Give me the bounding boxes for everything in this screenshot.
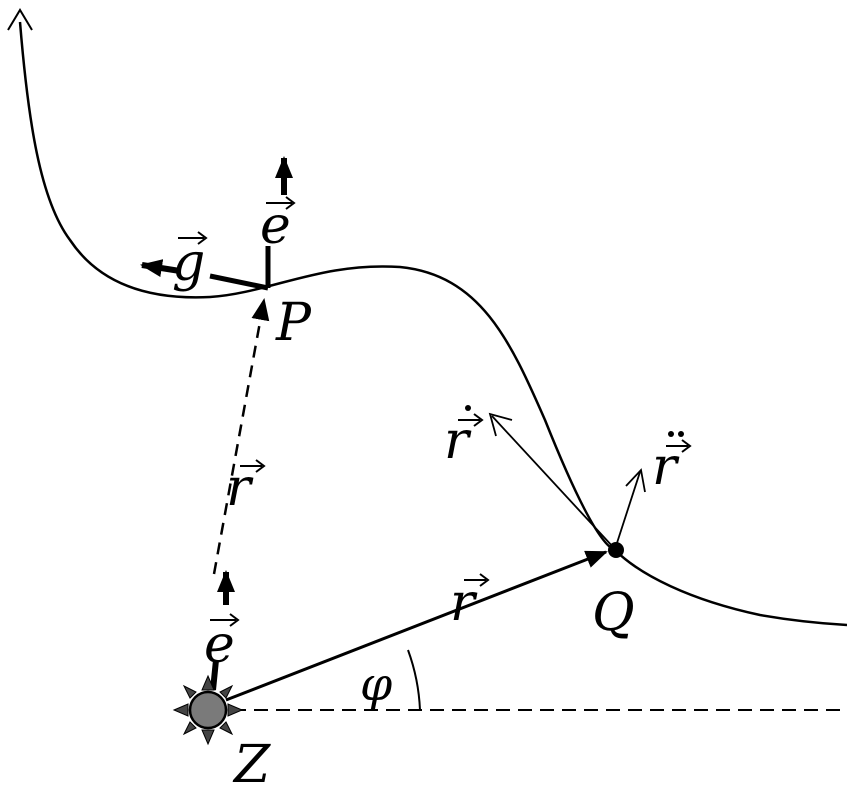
- vector-g-arrow: [140, 259, 181, 278]
- vec-arrow-r-ddot: [666, 431, 692, 453]
- vector-e-at-Z: [210, 659, 219, 691]
- label-P: P: [275, 293, 312, 353]
- label-r-solid: r: [450, 573, 478, 633]
- vector-r-ddot: [615, 471, 641, 547]
- vector-r-to-Q: [225, 550, 608, 702]
- trajectory-curve: [18, 21, 847, 627]
- vector-r-dot: [491, 415, 615, 549]
- vector-r-dashed: [212, 298, 270, 575]
- vec-arrow-e-at-Z: [210, 613, 240, 627]
- label-r-dashed: r: [226, 458, 254, 518]
- vec-arrow-r-dashed: [240, 459, 266, 473]
- label-e-at-P: e: [260, 196, 291, 256]
- sun-icon: [172, 674, 244, 746]
- vec-arrow-r-solid: [464, 573, 490, 587]
- label-Z: Z: [232, 735, 271, 788]
- vector-r-ddot-arrowhead: [625, 468, 646, 493]
- vector-g-at-P: [209, 273, 269, 291]
- vec-arrow-g-at-P: [178, 231, 208, 245]
- angle-arc-phi: [407, 649, 421, 711]
- vec-arrow-e-at-P: [266, 196, 296, 210]
- label-phi: φ: [360, 657, 393, 711]
- vec-arrow-r-dot: [458, 405, 484, 427]
- label-Q: Q: [592, 583, 635, 643]
- curve-arrowhead: [7, 8, 33, 31]
- label-e-at-Z: e: [204, 615, 235, 675]
- vector-r-dot-arrowhead: [488, 412, 513, 437]
